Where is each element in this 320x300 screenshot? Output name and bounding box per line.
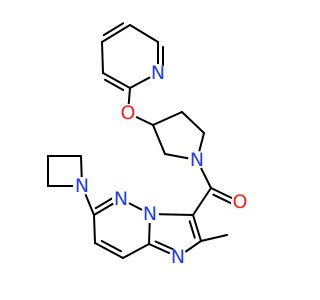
ether-oxygen-label: O (121, 102, 136, 124)
atom-label-background (112, 190, 130, 208)
single-bond (181, 111, 205, 134)
atom-label-background (73, 177, 91, 195)
single-bond (192, 187, 212, 216)
single-bond (192, 214, 202, 242)
single-bond (94, 242, 124, 259)
pyridazine-nitrogen-label: N (114, 188, 128, 210)
double-bond-inner (94, 196, 116, 210)
single-bond (93, 214, 96, 244)
bridgehead-nitrogen-label: N (143, 203, 157, 225)
double-bond-inner (100, 239, 122, 253)
single-bond (129, 24, 159, 43)
pyrrolidine-nitrogen-label: N (190, 149, 204, 171)
single-bond (152, 124, 166, 155)
atom-label-background (231, 193, 249, 211)
single-bond (102, 72, 131, 89)
carbonyl-oxygen-label: O (233, 191, 248, 213)
atom-label-background (149, 64, 167, 82)
single-bond (101, 41, 104, 74)
single-bond (101, 24, 131, 43)
atom-label-background (119, 104, 137, 122)
double-bond-inner (212, 193, 235, 206)
double-bond-inner (102, 22, 125, 37)
double-bond-inner (154, 240, 177, 252)
single-bond (122, 243, 150, 259)
double-bond-inner (103, 78, 125, 91)
double-bond-inner (188, 220, 196, 239)
single-bond (200, 234, 228, 242)
imidazole-nitrogen-label: N (171, 246, 185, 268)
atom-label-background (141, 205, 159, 223)
atom-label-background (188, 151, 206, 169)
atom-label-background (169, 248, 187, 266)
azetidine-nitrogen-label: N (75, 175, 89, 197)
single-bond (152, 111, 183, 126)
pyridine-nitrogen-label: N (151, 62, 165, 84)
